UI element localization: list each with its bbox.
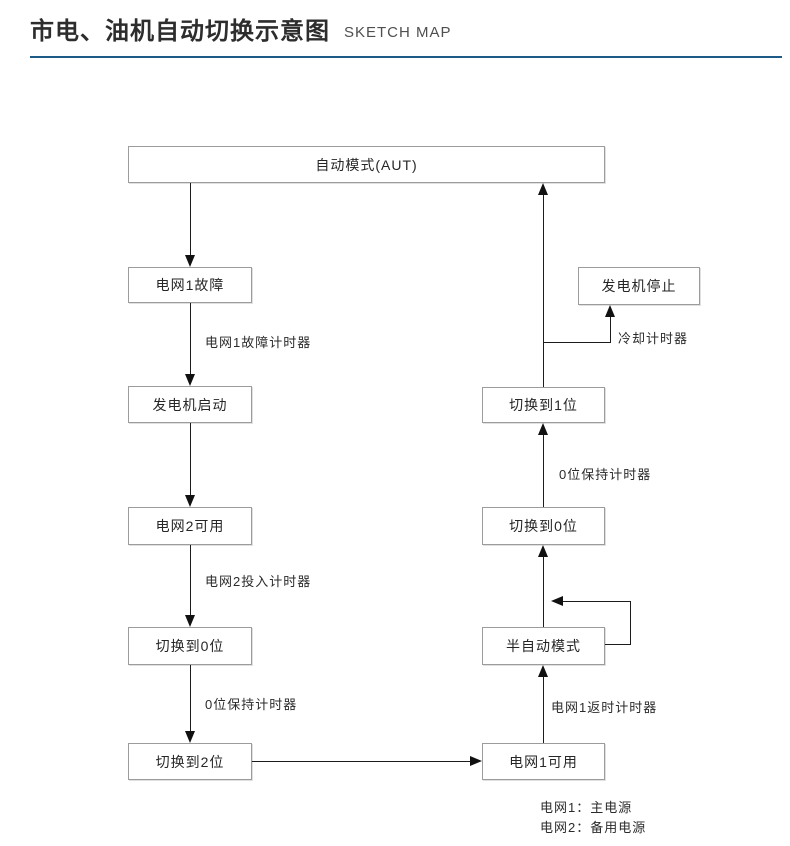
node-grid2-available: 电网2可用 <box>128 507 252 545</box>
legend: 电网1：主电源 电网2：备用电源 <box>540 798 646 838</box>
arrow-down-icon <box>185 374 195 386</box>
node-semi-auto-mode: 半自动模式 <box>482 627 605 665</box>
arrow-left-icon <box>551 596 563 606</box>
node-switch-to-0-right: 切换到0位 <box>482 507 605 545</box>
connector-switch0r-to-switch1 <box>543 435 544 507</box>
connector-genstart-to-grid2avail <box>190 423 191 496</box>
connector-loop-bottom <box>605 644 631 645</box>
connector-grid1avail-to-semiauto <box>543 677 544 743</box>
edge-label-grid1-fault-timer: 电网1故障计时器 <box>205 335 312 350</box>
page-title: 市电、油机自动切换示意图 <box>30 18 330 45</box>
arrow-up-icon <box>538 665 548 677</box>
arrow-down-icon <box>185 255 195 267</box>
edge-label-pos0-hold-timer-left: 0位保持计时器 <box>205 697 298 712</box>
node-auto-mode: 自动模式(AUT) <box>128 146 605 183</box>
legend-line-grid2: 电网2：备用电源 <box>540 820 647 835</box>
arrow-up-icon <box>605 305 615 317</box>
edge-label-cooling-timer: 冷却计时器 <box>618 331 689 346</box>
connector-loop-right <box>630 601 631 645</box>
node-switch-to-2: 切换到2位 <box>128 743 252 780</box>
edge-label-grid1-return-timer: 电网1返时计时器 <box>551 700 658 715</box>
connector-switch2-to-grid1avail <box>252 761 470 762</box>
connector-branch-horizontal <box>543 342 610 343</box>
connector-switch1-to-auto <box>543 195 544 387</box>
legend-line-grid1: 电网1：主电源 <box>540 800 633 815</box>
connector-grid2avail-to-switch0 <box>190 545 191 616</box>
node-grid1-available: 电网1可用 <box>482 743 605 780</box>
edge-label-pos0-hold-timer-right: 0位保持计时器 <box>559 467 652 482</box>
arrow-right-icon <box>470 756 482 766</box>
page-header: 市电、油机自动切换示意图 SKETCH MAP <box>30 14 782 58</box>
node-generator-start: 发电机启动 <box>128 386 252 423</box>
arrow-down-icon <box>185 731 195 743</box>
arrow-up-icon <box>538 545 548 557</box>
connector-auto-to-grid1fault <box>190 183 191 256</box>
arrow-down-icon <box>185 615 195 627</box>
header-underline <box>30 56 782 58</box>
node-switch-to-0-left: 切换到0位 <box>128 627 252 665</box>
connector-grid1fault-to-genstart <box>190 303 191 375</box>
arrow-up-icon <box>538 423 548 435</box>
arrow-down-icon <box>185 495 195 507</box>
node-switch-to-1: 切换到1位 <box>482 387 605 423</box>
connector-semiauto-to-switch0r <box>543 557 544 627</box>
node-grid1-fault: 电网1故障 <box>128 267 252 303</box>
arrow-up-icon <box>538 183 548 195</box>
connector-switch0-to-switch2 <box>190 665 191 732</box>
node-generator-stop: 发电机停止 <box>578 267 700 305</box>
connector-loop-top <box>563 601 631 602</box>
edge-label-grid2-engage-timer: 电网2投入计时器 <box>205 574 312 589</box>
page-subtitle: SKETCH MAP <box>344 24 452 41</box>
connector-branch-to-genstop <box>610 315 611 343</box>
